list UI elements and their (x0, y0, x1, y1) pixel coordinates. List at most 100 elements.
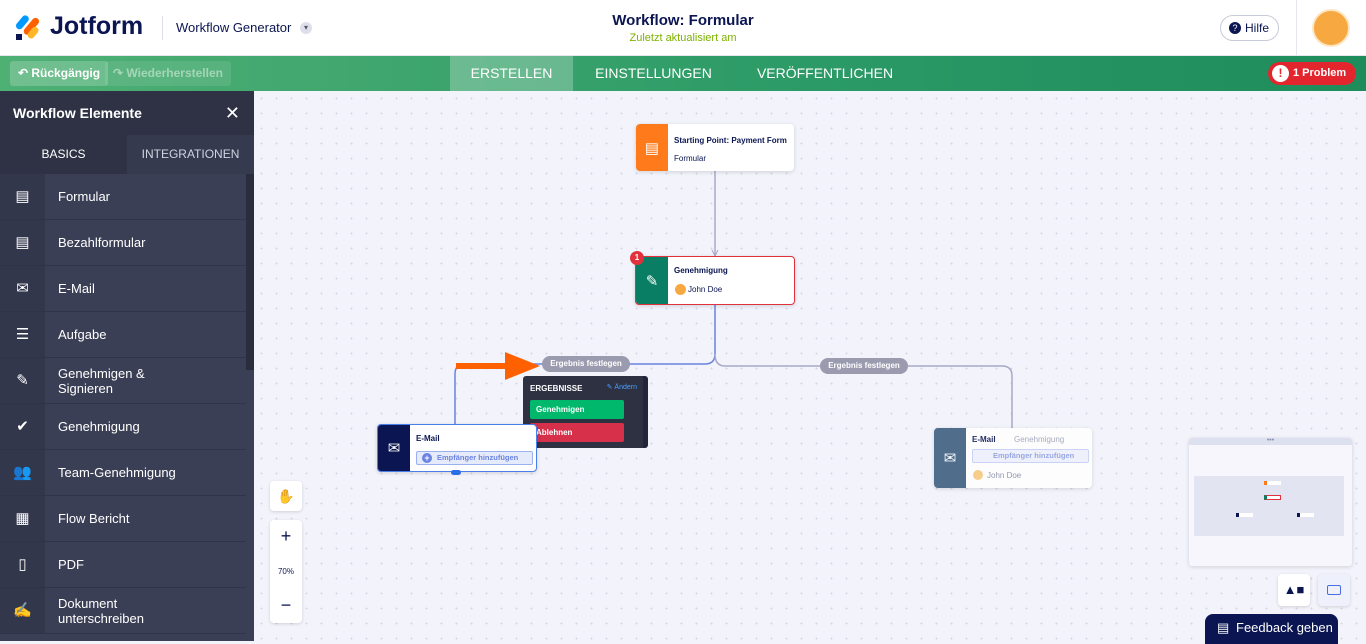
sidebar-title: Workflow Elemente (13, 105, 142, 121)
minimap-node (1264, 481, 1281, 485)
sidebar-item-bezahlformular[interactable]: ▤Bezahlformular (0, 220, 246, 266)
minimap-viewport[interactable] (1194, 476, 1344, 536)
edit-label: Ändern (614, 384, 637, 391)
product-switcher[interactable]: Workflow Generator (176, 20, 292, 35)
email-icon: ✉ (934, 428, 966, 488)
approve-option[interactable]: Genehmigen (530, 400, 624, 419)
start-node[interactable]: ▤ Starting Point: Payment Form Formular (636, 124, 794, 171)
plus-icon: + (422, 453, 432, 463)
sidebar-item-flow-bericht[interactable]: ▦Flow Bericht (0, 496, 246, 542)
node-title: Genehmigung (674, 266, 728, 275)
approve-sign-icon: ✎ (0, 358, 45, 403)
email-node[interactable]: ✉ E-Mail + Empfänger hinzufügen (377, 424, 537, 472)
undo-label: Rückgängig (31, 66, 101, 80)
node-title: E-Mail (972, 435, 996, 444)
avatar[interactable] (1312, 9, 1350, 47)
divider (1296, 0, 1297, 56)
sidebar-item-pdf[interactable]: ▯ PDF (0, 542, 246, 588)
set-result-pill[interactable]: Ergebnis festlegen (542, 356, 630, 372)
problem-label: 1 Problem (1293, 67, 1347, 79)
sidebar-header: Workflow Elemente ✕ (0, 91, 254, 135)
zoom-level: 70% (277, 567, 294, 576)
undo-button[interactable]: ↶ Rückgängig (10, 61, 109, 86)
sidebar-item-label: Formular (58, 189, 111, 204)
alert-icon: ! (1272, 65, 1289, 82)
minimap-drag-handle[interactable]: ••• (1189, 438, 1352, 445)
popup-title: ERGEBNISSE (530, 384, 583, 393)
node-user: John Doe (688, 285, 723, 294)
help-button[interactable]: ? Hilfe (1220, 15, 1279, 41)
add-recipient-label: Empfänger hinzufügen (437, 453, 519, 462)
feedback-label: Feedback geben (1236, 620, 1333, 635)
node-title: E-Mail (416, 434, 440, 443)
tab-einstellungen[interactable]: EINSTELLUNGEN (595, 65, 712, 81)
sidebar-item-label: Team-Genehmigung (58, 465, 176, 480)
error-badge: 1 (630, 251, 644, 265)
tab-veroeffentlichen[interactable]: VERÖFFENTLICHEN (756, 65, 894, 81)
payment-form-icon: ▤ (636, 124, 668, 171)
edit-link[interactable]: ✎ Ändern (606, 384, 637, 391)
add-recipient-button[interactable]: Empfänger hinzufügen (972, 449, 1089, 463)
sidebar-item-genehmigung[interactable]: ✔ Genehmigung (0, 404, 246, 450)
sign-doc-icon: ✍ (0, 588, 45, 633)
ghost-title: Genehmigung (1014, 435, 1065, 444)
add-recipient-button[interactable]: + Empfänger hinzufügen (416, 451, 533, 465)
scrollbar[interactable] (246, 174, 254, 370)
email-icon: ✉ (378, 425, 410, 471)
redo-button[interactable]: ↷ Wiederherstellen (105, 61, 231, 86)
sidebar-item-team-genehmigung[interactable]: 👥 Team-Genehmigung (0, 450, 246, 496)
sidebar-item-label: Flow Bericht (58, 511, 130, 526)
tab-integrationen[interactable]: INTEGRATIONEN (127, 135, 254, 174)
sidebar-item-genehmigen-signieren[interactable]: ✎ Genehmigen & Signieren (0, 358, 246, 404)
team-icon: 👥 (0, 450, 45, 495)
sidebar-item-aufgabe[interactable]: ☰ Aufgabe (0, 312, 246, 358)
sidebar-item-label: Genehmigen & Signieren (58, 365, 145, 396)
form-icon: ▤ (0, 174, 45, 219)
ghost-email-node[interactable]: ✉ E-Mail Genehmigung Empfänger hinzufüge… (934, 428, 1092, 488)
sidebar-item-e-mail[interactable]: ✉E-Mail (0, 266, 246, 312)
sidebar-item-label: Bezahlformular (58, 235, 146, 250)
set-result-pill[interactable]: Ergebnis festlegen (820, 358, 908, 374)
pdf-icon: ▯ (0, 542, 45, 587)
add-recipient-label: Empfänger hinzufügen (993, 451, 1075, 460)
minimap-node (1297, 513, 1314, 517)
task-icon: ☰ (0, 312, 45, 357)
approval-icon: ✎ (636, 257, 668, 304)
chevron-down-icon[interactable]: ▾ (300, 22, 312, 34)
ghost-user: John Doe (987, 471, 1022, 480)
question-icon: ? (1229, 22, 1241, 34)
toolbar: ↶ Rückgängig ↷ Wiederherstellen ERSTELLE… (0, 56, 1366, 91)
top-header: Jotform Workflow Generator ▾ Workflow: F… (0, 0, 1366, 56)
last-updated: Zuletzt aktualisiert am (629, 32, 737, 44)
tab-basics[interactable]: BASICS (0, 135, 127, 174)
feedback-icon: ▤ (1217, 620, 1230, 635)
sidebar-item-label: Dokument unterschreiben (58, 595, 144, 626)
hand-tool-button[interactable]: ✋ (270, 481, 302, 511)
minimap[interactable]: ••• (1189, 438, 1352, 566)
close-icon[interactable]: ✕ (224, 103, 240, 123)
sidebar-item-label: Aufgabe (58, 327, 107, 342)
approval-node[interactable]: ✎ Genehmigung John Doe (635, 256, 795, 305)
zoom-in-button[interactable]: + (280, 526, 292, 546)
zoom-controls: + 70% − (270, 520, 302, 623)
divider (162, 16, 163, 40)
problem-button[interactable]: ! 1 Problem (1268, 62, 1356, 85)
sidebar: Workflow Elemente✕ BASICS INTEGRATIONEN … (0, 91, 254, 641)
sidebar-item-label: Genehmigung (58, 419, 140, 434)
shapes-icon[interactable]: ▲■ (1278, 574, 1310, 606)
sidebar-item-dokument-unterschreiben[interactable]: ✍ Dokument unterschreiben (0, 588, 246, 634)
minimap-toggle-button[interactable] (1318, 574, 1350, 606)
zoom-out-button[interactable]: − (280, 595, 292, 615)
node-title: Starting Point: Payment Form (674, 136, 787, 145)
reject-option[interactable]: Ablehnen (530, 423, 624, 442)
minimap-icon (1327, 585, 1341, 595)
sidebar-item-formular[interactable]: ▤ Formular (0, 174, 246, 220)
help-label: Hilfe (1245, 21, 1270, 35)
connector-handle[interactable] (451, 470, 461, 475)
sidebar-item-label: PDF (58, 557, 84, 572)
approval-icon: ✔ (0, 404, 45, 449)
results-popup: ERGEBNISSE ✎ Ändern Genehmigen Ablehnen (523, 376, 648, 448)
brand-name[interactable]: Jotform (50, 12, 144, 40)
feedback-button[interactable]: ▤ Feedback geben (1205, 614, 1338, 644)
tab-erstellen[interactable]: ERSTELLEN (450, 56, 573, 91)
